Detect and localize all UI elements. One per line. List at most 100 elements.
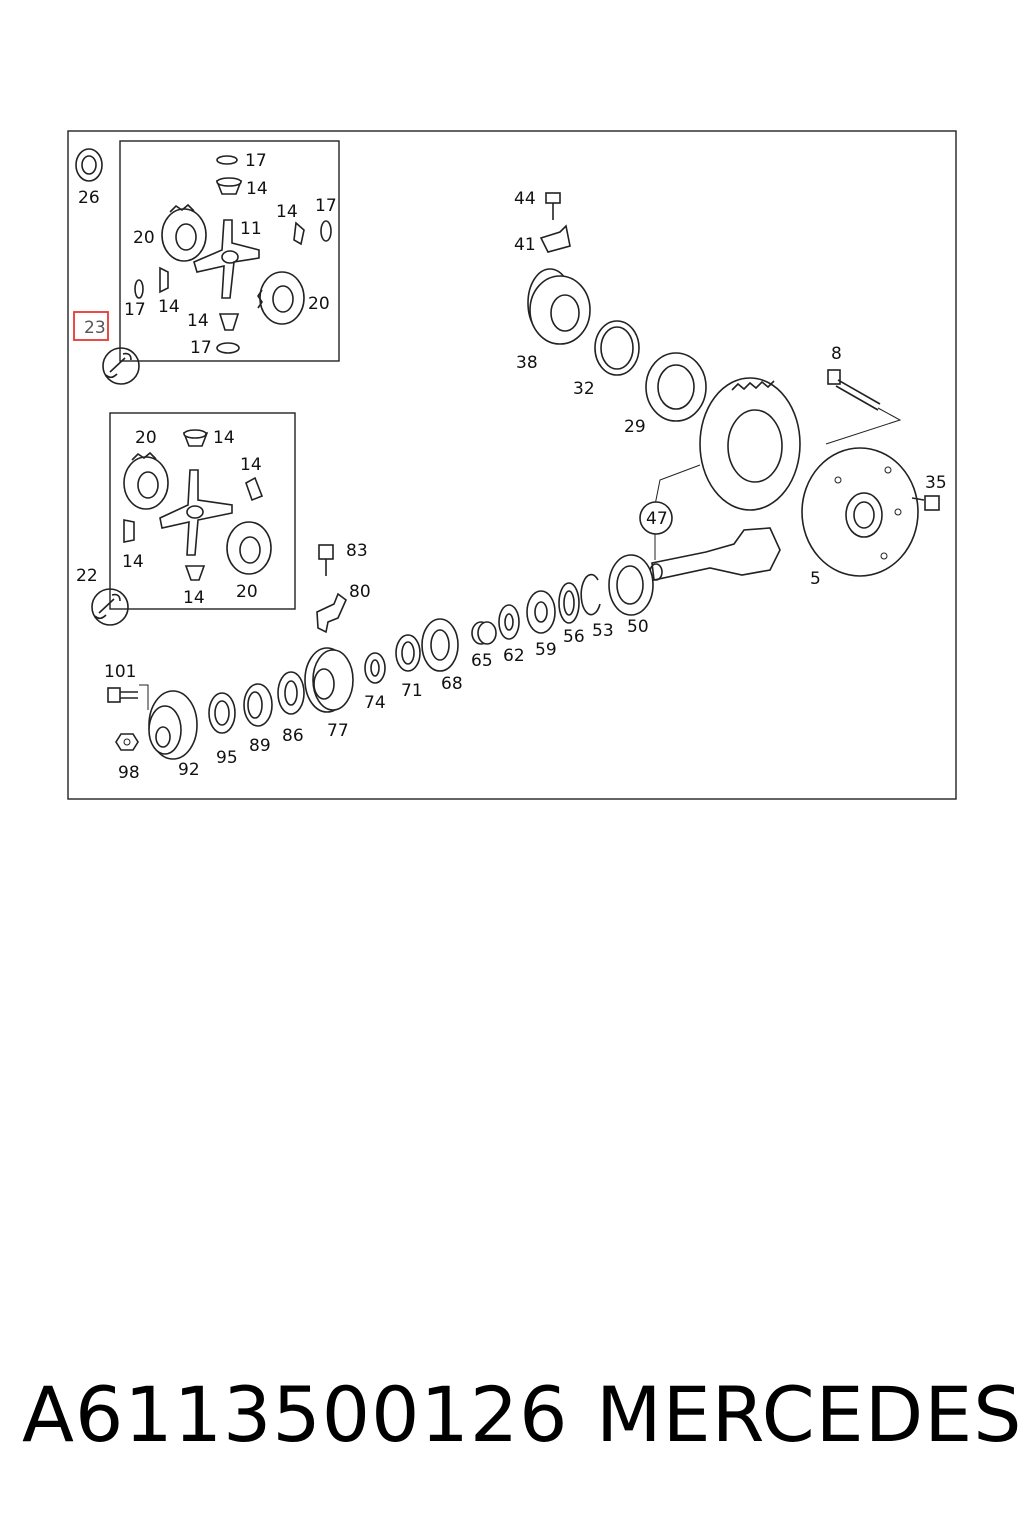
callout-74: 74	[364, 693, 386, 713]
pinion-gear-14-inset2-top	[182, 429, 209, 447]
seal-ring-32	[594, 320, 640, 376]
callout-62: 62	[503, 646, 525, 666]
washer-74	[364, 652, 386, 684]
gear-77	[304, 647, 354, 713]
callout-98: 98	[118, 763, 140, 783]
callout-14: 14	[213, 428, 235, 448]
callout-44: 44	[514, 189, 536, 209]
shim-56	[558, 582, 580, 624]
washer-62	[498, 604, 520, 640]
pinion-gear-14-left	[159, 266, 169, 294]
callout-41: 41	[514, 235, 536, 255]
bolt-35	[911, 495, 940, 511]
callout-circle-47	[639, 501, 673, 535]
differential-housing-5	[801, 447, 919, 577]
ring-86	[277, 671, 305, 715]
seal-71	[395, 634, 421, 672]
bolt-8	[827, 369, 881, 411]
callout-38: 38	[516, 353, 538, 373]
callout-23[interactable]: 23	[84, 318, 106, 338]
callout-77: 77	[327, 721, 349, 741]
collar-65	[471, 621, 497, 645]
wrench-icon	[102, 347, 140, 385]
bracket-80	[316, 592, 347, 634]
wrench-icon	[91, 588, 129, 626]
callout-20: 20	[308, 294, 330, 314]
callout-11: 11	[240, 219, 262, 239]
pinion-gear-14-right	[293, 221, 305, 246]
thrust-washer-17-top	[216, 155, 238, 165]
bolt-83	[318, 544, 334, 576]
callout-80: 80	[349, 582, 371, 602]
callout-86: 86	[282, 726, 304, 746]
callout-92: 92	[178, 760, 200, 780]
callout-20: 20	[236, 582, 258, 602]
callout-47: 47	[646, 509, 668, 529]
nut-98	[115, 733, 139, 751]
axle-flange-38	[527, 268, 591, 345]
callout-20: 20	[135, 428, 157, 448]
callout-65: 65	[471, 651, 493, 671]
callout-14: 14	[183, 588, 205, 608]
thrust-washer-17-bottom	[216, 342, 240, 354]
bracket-41	[539, 224, 571, 253]
differential-spider-top	[193, 219, 260, 299]
callout-8: 8	[831, 344, 842, 364]
callout-56: 56	[563, 627, 585, 647]
side-gear-20-bottom-left	[123, 451, 169, 510]
brand-label: MERCEDES	[596, 1370, 1023, 1459]
callout-29: 29	[624, 417, 646, 437]
drive-pinion-shaft	[649, 527, 781, 581]
callout-89: 89	[249, 736, 271, 756]
seal-ring-26	[75, 148, 103, 182]
callout-68: 68	[441, 674, 463, 694]
callout-14: 14	[187, 311, 209, 331]
pinion-gear-14-inset2-left	[123, 519, 135, 543]
highlight-box-23[interactable]	[73, 311, 109, 341]
callout-26: 26	[78, 188, 100, 208]
bolt-44	[545, 192, 561, 220]
gear-59	[526, 590, 556, 634]
callout-14: 14	[122, 552, 144, 572]
pinion-gear-14-bottom	[218, 313, 240, 331]
callout-50: 50	[627, 617, 649, 637]
callout-14: 14	[158, 297, 180, 317]
bolt-101	[107, 687, 138, 703]
flange-92	[148, 690, 198, 760]
differential-spider-bottom	[159, 469, 233, 556]
callout-53: 53	[592, 621, 614, 641]
ball-bearing-68	[421, 618, 459, 672]
callout-17: 17	[245, 151, 267, 171]
circlip-53	[580, 573, 601, 616]
callout-83: 83	[346, 541, 368, 561]
callout-22: 22	[76, 566, 98, 586]
side-gear-20-bottom-right	[226, 521, 272, 575]
callout-5: 5	[810, 569, 821, 589]
differential-inset-bottom	[109, 412, 296, 610]
pinion-gear-14-top	[215, 177, 243, 195]
side-gear-20-top-right	[257, 271, 305, 325]
callout-35: 35	[925, 473, 947, 493]
callout-101: 101	[104, 662, 136, 682]
callout-71: 71	[401, 681, 423, 701]
ball-bearing-29	[645, 352, 707, 422]
seal-95	[208, 692, 236, 734]
callout-17: 17	[124, 300, 146, 320]
ring-89	[243, 683, 273, 727]
callout-20: 20	[133, 228, 155, 248]
callout-59: 59	[535, 640, 557, 660]
differential-inset-top	[119, 140, 340, 362]
callout-14: 14	[246, 179, 268, 199]
callout-17: 17	[190, 338, 212, 358]
ring-gear-assembly-47	[699, 377, 801, 511]
callout-14: 14	[276, 202, 298, 222]
callout-32: 32	[573, 379, 595, 399]
callout-14: 14	[240, 455, 262, 475]
side-gear-20-top-left	[161, 203, 207, 262]
pinion-gear-14-inset2-right	[245, 476, 264, 502]
leader-lines	[119, 310, 902, 710]
pinion-gear-14-inset2-bottom	[184, 565, 206, 581]
thrust-washer-17-left	[134, 279, 144, 299]
callout-17: 17	[315, 196, 337, 216]
